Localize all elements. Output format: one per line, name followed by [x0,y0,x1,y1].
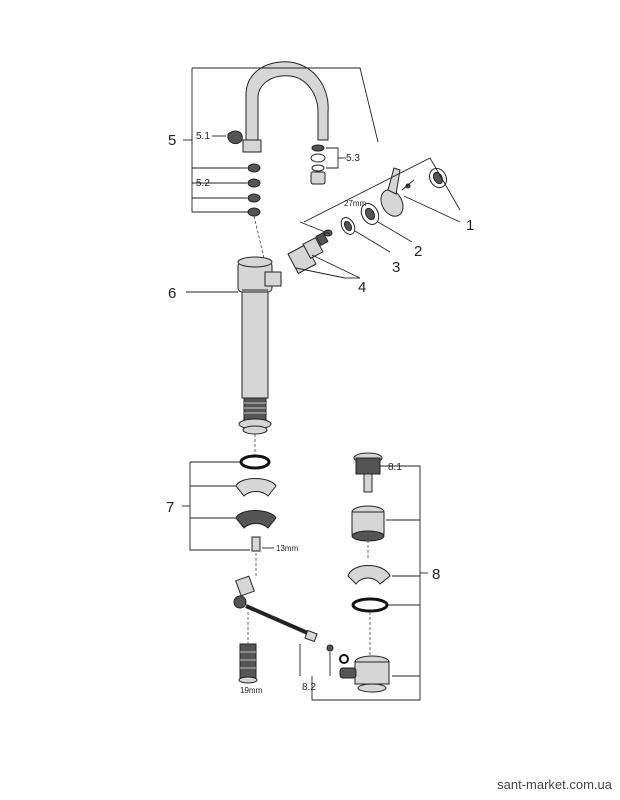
callout-7: 7 [166,499,174,516]
leader-line-1 [303,157,461,223]
callout-1: 1 [466,217,474,234]
watermark-text: sant-market.com.ua [497,777,613,792]
leader-line-5 [192,67,379,143]
callout-4: 4 [358,279,366,296]
threaded-shank [238,397,272,435]
part-5-2-washers [247,163,261,217]
callout-5-1: 5.1 [196,131,210,142]
callout-5-3: 5.3 [346,153,360,164]
part-2-sleeve [360,203,380,225]
callout-6: 6 [168,285,176,302]
callout-5-2: 5.2 [196,178,210,189]
spout [242,61,329,153]
cartridge-4 [287,229,333,275]
dimension-27mm: 27mm [344,199,367,208]
leader-line-4 [295,267,346,279]
callout-8-2: 8.2 [302,682,316,693]
callout-8-1: 8.1 [388,462,402,473]
tap-body [237,256,282,399]
dimension-19mm: 19mm [240,686,263,695]
leader-line-8-2 [299,644,421,701]
part-7-mounting-set [235,454,277,552]
callout-3: 3 [392,259,400,276]
flexible-hose [238,643,258,684]
callout-8: 8 [432,566,440,583]
pop-up-rod-assembly [233,575,349,664]
part-3-nut [340,217,356,235]
part-5-1-clip [227,130,243,145]
callout-5: 5 [168,132,176,149]
part-5-3-aerator [310,144,326,185]
leader-line-7 [189,461,250,551]
dimension-13mm: 13mm [276,544,299,553]
callout-2: 2 [414,243,422,260]
leader-line-8 [380,465,421,677]
